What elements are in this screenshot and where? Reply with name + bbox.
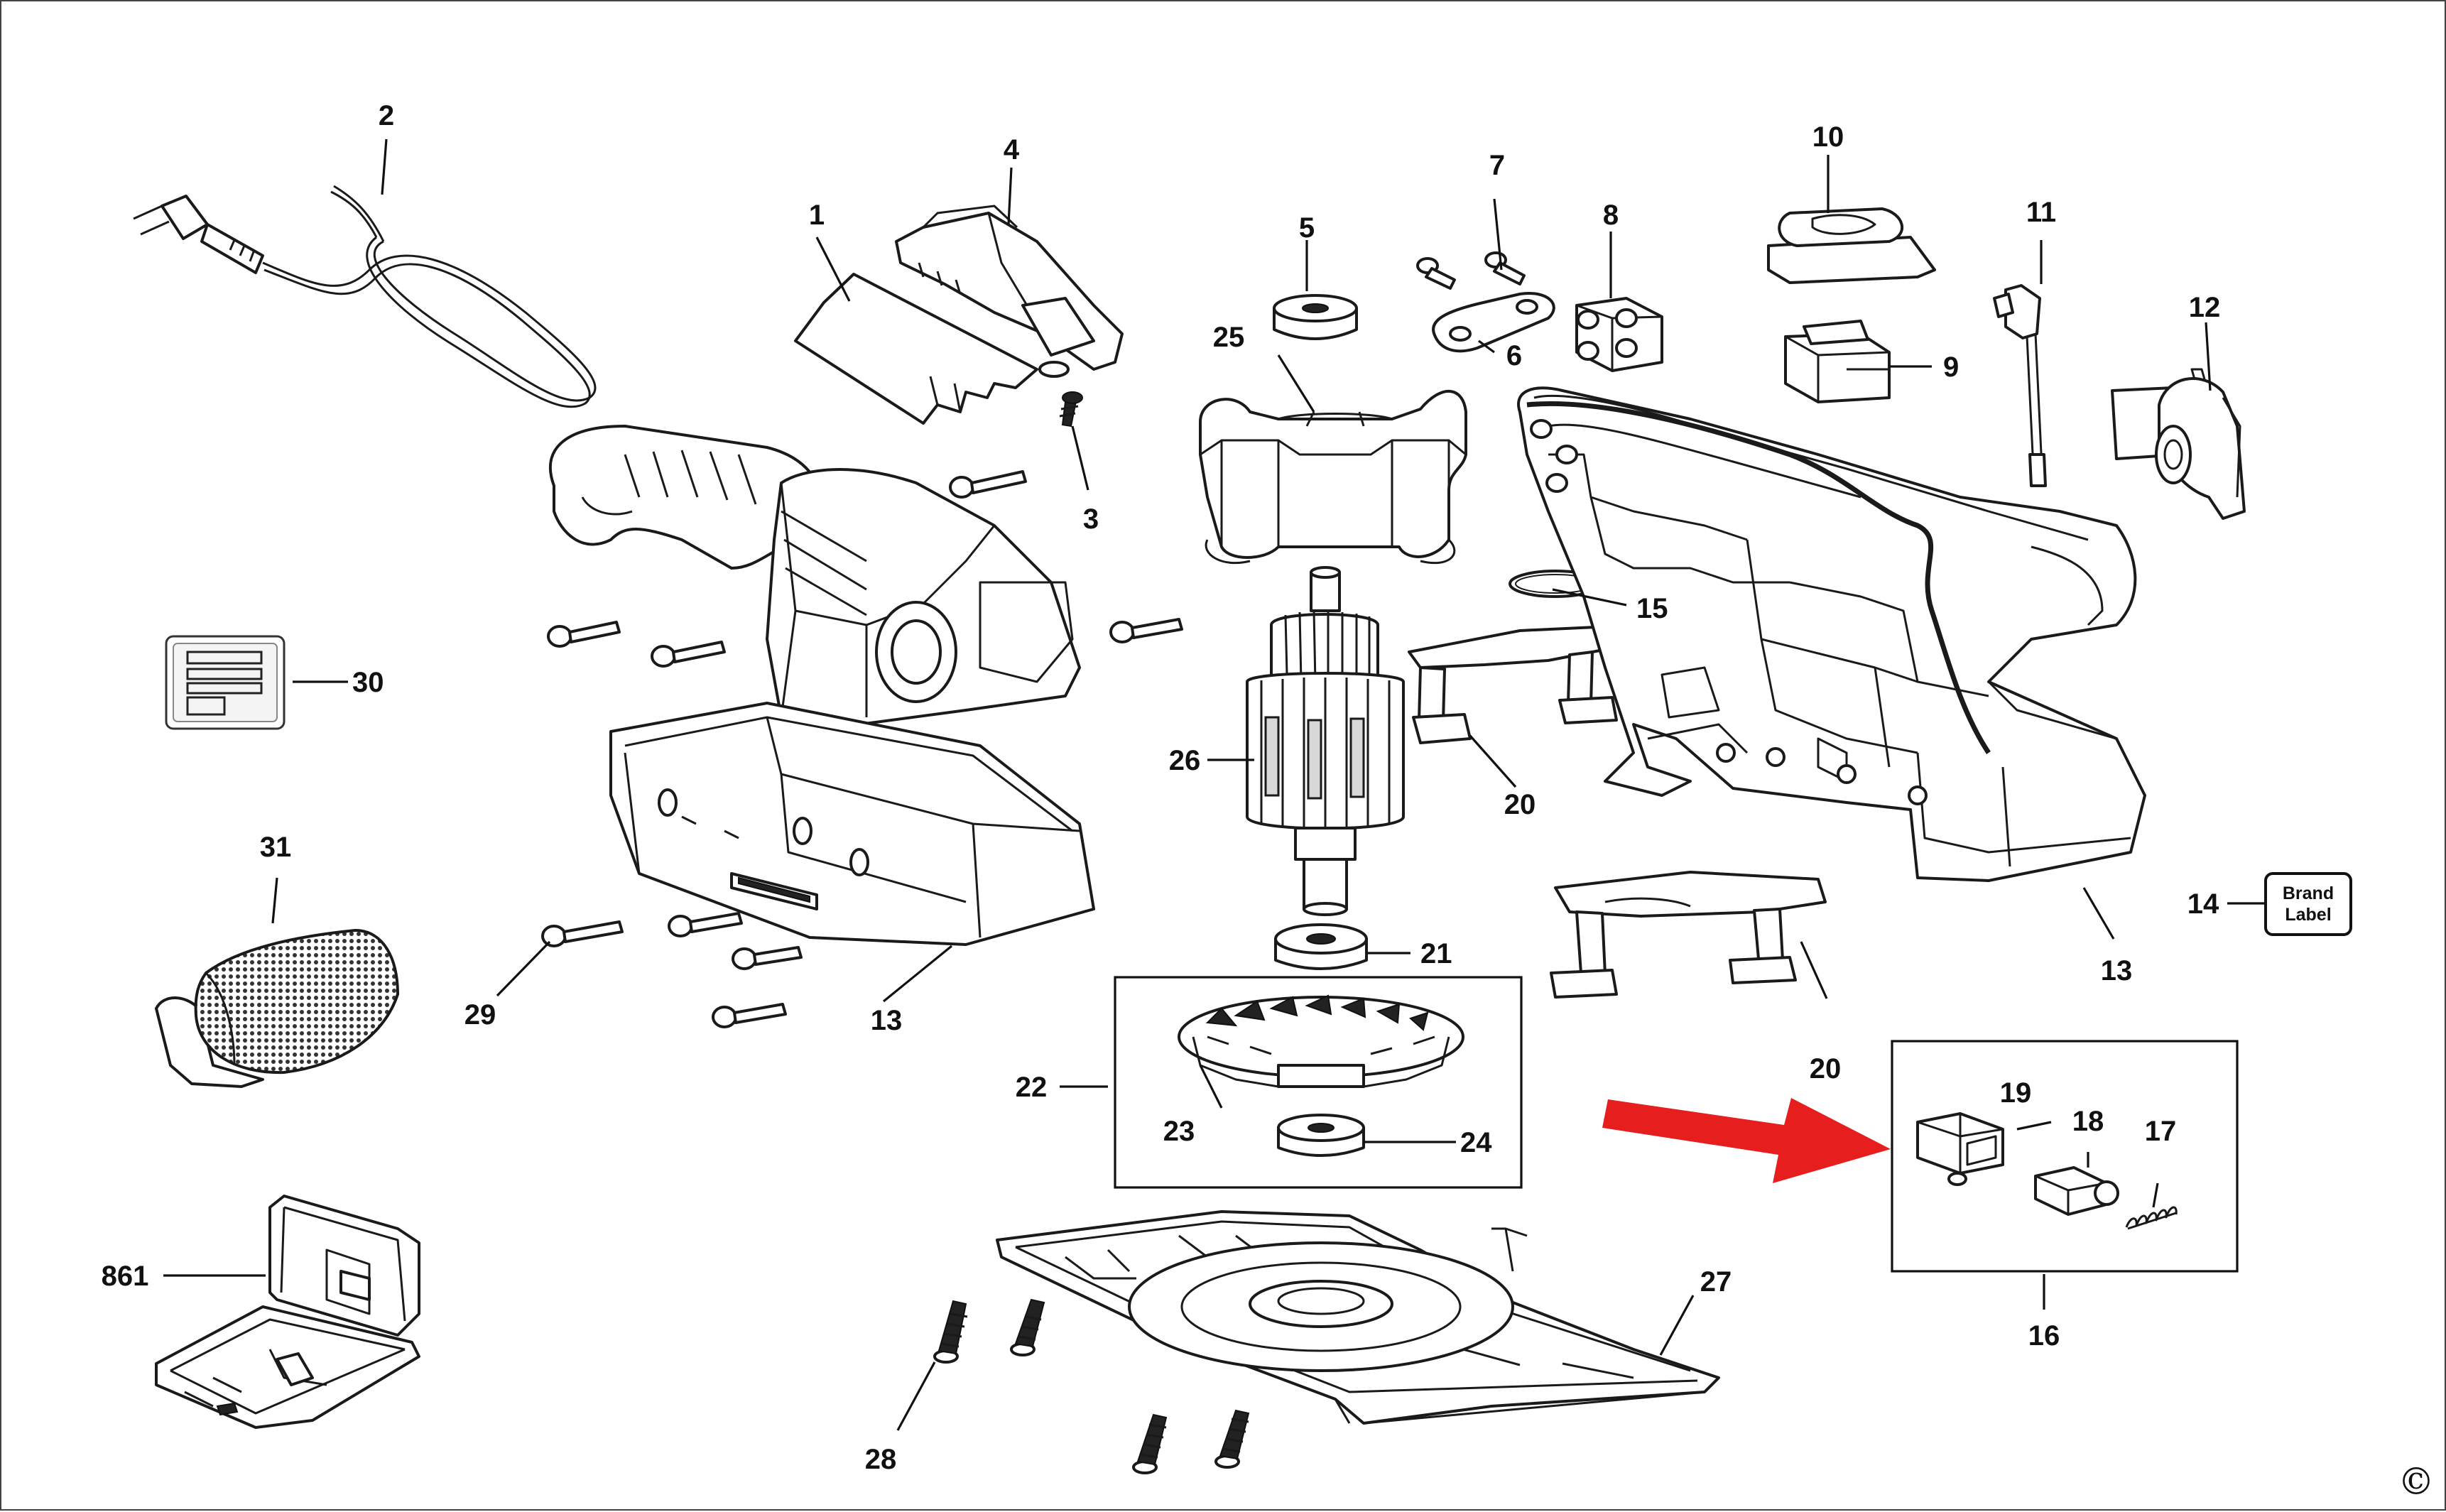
callout-31: 31 xyxy=(260,832,292,863)
part-17-spring xyxy=(2125,1206,2178,1230)
callout-1: 1 xyxy=(809,200,825,231)
callout-20-lower: 20 xyxy=(1810,1053,1842,1084)
callout-14: 14 xyxy=(2187,888,2219,920)
callout-23: 23 xyxy=(1163,1116,1195,1147)
part-4-switch-bracket xyxy=(895,205,1124,378)
callout-25: 25 xyxy=(1213,322,1245,353)
part-7-screws xyxy=(1416,251,1526,290)
callout-labels: 2 1 4 3 5 7 6 8 10 9 11 12 25 15 26 20 2… xyxy=(102,100,2221,1475)
callout-861: 861 xyxy=(102,1261,149,1292)
callout-17: 17 xyxy=(2145,1116,2177,1147)
callout-7: 7 xyxy=(1489,150,1505,181)
brand-label-line2: Label xyxy=(2285,905,2331,925)
part-27-base-pad xyxy=(996,1210,1720,1425)
callout-11: 11 xyxy=(2026,197,2056,228)
callout-15: 15 xyxy=(1636,593,1668,624)
callout-13-right: 13 xyxy=(2101,955,2133,986)
part-13-sander-body xyxy=(549,425,1095,946)
callout-3: 3 xyxy=(1083,504,1099,535)
part-26-armature xyxy=(1246,566,1405,916)
callout-9: 9 xyxy=(1943,352,1959,383)
callout-2: 2 xyxy=(379,100,394,131)
callout-29: 29 xyxy=(464,999,496,1030)
part-20-upper-bracket xyxy=(1408,624,1642,744)
part-28-screws xyxy=(933,1298,1250,1474)
part-22-assembly-box xyxy=(1114,976,1523,1189)
callout-20-upper: 20 xyxy=(1504,789,1536,820)
part-5-washer xyxy=(1273,294,1358,340)
part-24-washer xyxy=(1277,1114,1365,1157)
housing-screws-left xyxy=(541,470,1183,1028)
part-18-switch-button xyxy=(2034,1166,2119,1216)
part-20-lower-bracket xyxy=(1550,871,1827,999)
callout-22: 22 xyxy=(1016,1072,1048,1103)
part-16-assembly-box xyxy=(1891,1040,2239,1273)
part-11-connector xyxy=(1993,284,2047,487)
callout-26: 26 xyxy=(1169,745,1201,776)
part-25-motor-housing xyxy=(1199,389,1467,565)
part-2-power-cord xyxy=(133,185,597,408)
callout-6: 6 xyxy=(1506,340,1522,371)
callout-19: 19 xyxy=(2000,1077,2032,1109)
part-19-switch-housing xyxy=(1916,1112,2004,1186)
callout-10: 10 xyxy=(1812,121,1844,153)
part-30-label-plate xyxy=(165,635,286,730)
part-12-fan-housing xyxy=(2111,368,2246,520)
brand-label-line1: Brand xyxy=(2283,883,2334,903)
callout-28: 28 xyxy=(865,1444,897,1475)
part-13-housing-half xyxy=(1517,386,2146,882)
part-23-fan xyxy=(1178,994,1464,1088)
part-21-washer xyxy=(1274,923,1368,970)
callout-18: 18 xyxy=(2072,1106,2104,1137)
part-9-switch xyxy=(1784,320,1891,403)
callout-30: 30 xyxy=(352,667,384,698)
callout-12: 12 xyxy=(2189,292,2221,323)
part-1-strip xyxy=(794,273,1038,425)
leader-lines xyxy=(163,138,2266,1431)
callout-8: 8 xyxy=(1603,200,1619,231)
part-861-carry-case xyxy=(155,1195,420,1429)
indicator-arrow xyxy=(1602,1098,1891,1183)
callout-24: 24 xyxy=(1460,1127,1492,1158)
callout-16: 16 xyxy=(2028,1320,2060,1351)
part-3-screw xyxy=(1059,391,1083,428)
part-6-cord-clamp xyxy=(1432,292,1555,353)
callout-27: 27 xyxy=(1700,1266,1732,1298)
callout-21: 21 xyxy=(1420,938,1452,969)
copyright-symbol: © xyxy=(2398,1461,2435,1503)
part-8-terminal-block xyxy=(1575,297,1663,372)
part-14-brand-label: Brand Label xyxy=(2264,872,2352,936)
callout-5: 5 xyxy=(1299,212,1315,244)
part-31-dust-bag xyxy=(155,928,400,1088)
callout-13-left: 13 xyxy=(871,1005,903,1036)
part-10-bezel xyxy=(1767,207,1936,284)
callout-4: 4 xyxy=(1004,134,1020,165)
